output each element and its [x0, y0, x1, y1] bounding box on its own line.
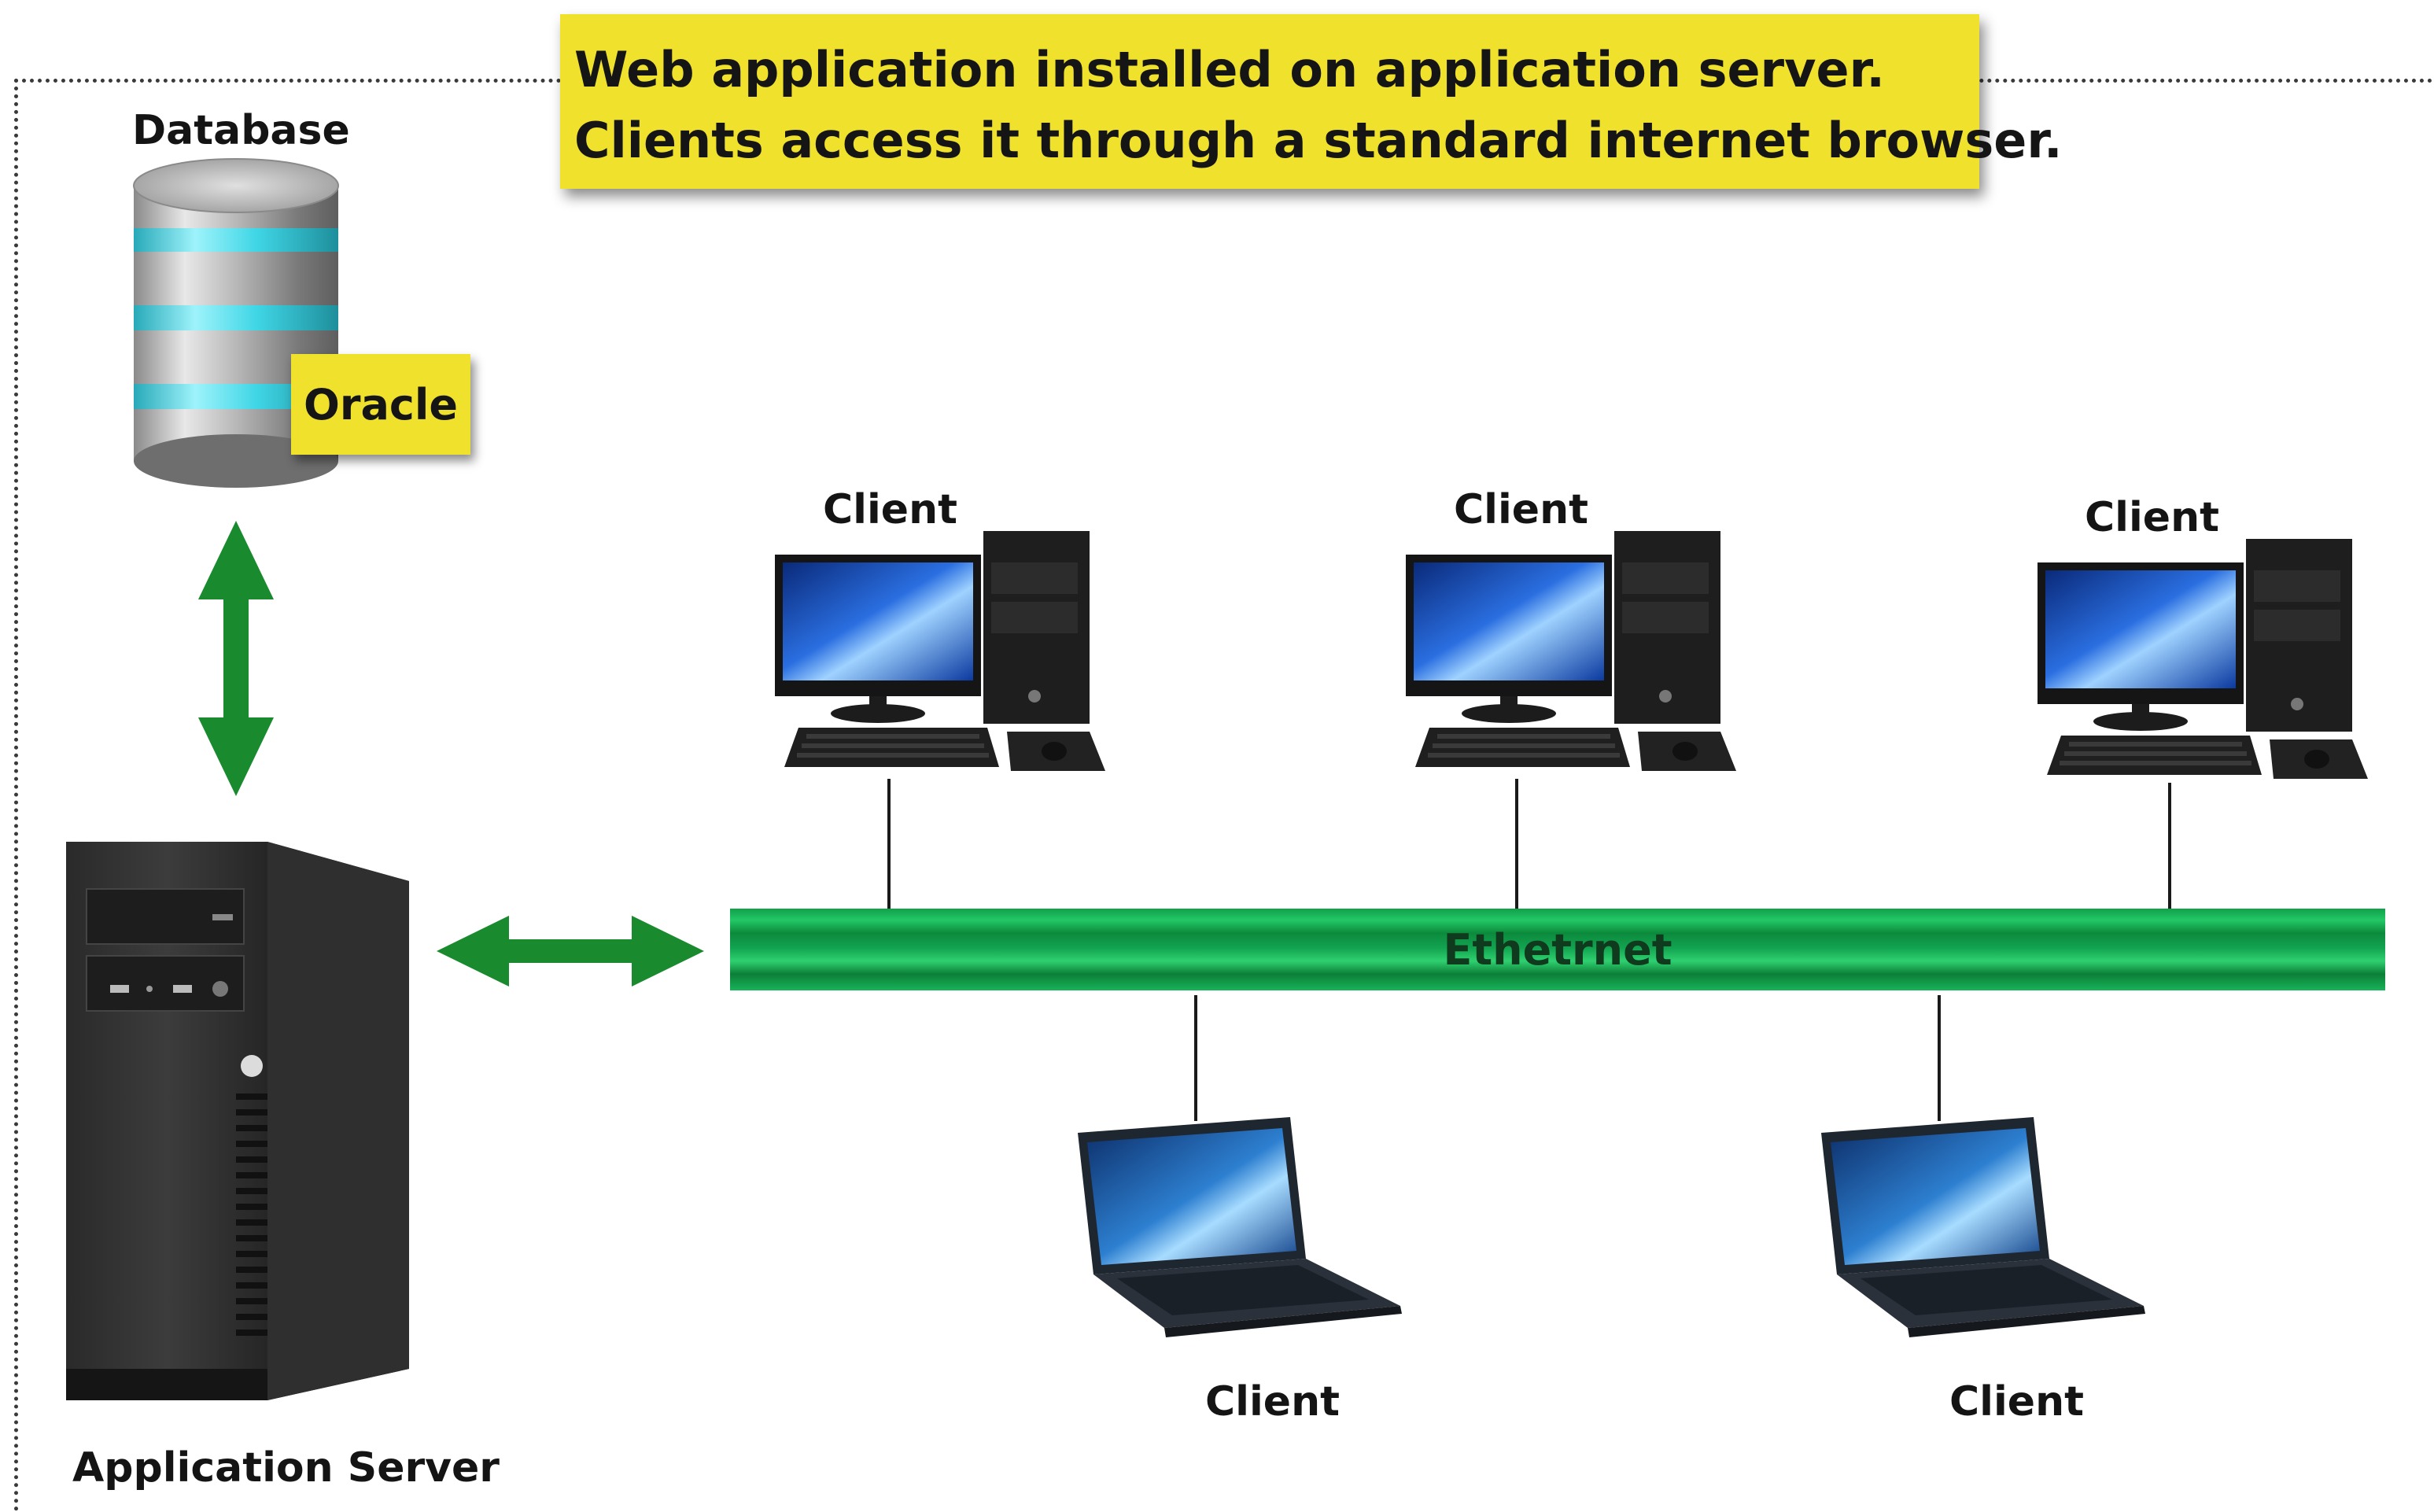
wire-desktop-3: [2168, 783, 2171, 909]
oracle-tag: Oracle: [291, 354, 470, 455]
application-server-label: Application Server: [72, 1444, 500, 1492]
desktop-computer-icon: [775, 531, 1105, 771]
laptop-client-2-label: Client: [1949, 1378, 2084, 1425]
banner-line-2: Clients access it through a standard int…: [574, 112, 2063, 169]
desktop-client-2-label: Client: [1454, 486, 1588, 533]
ethernet-label: Ethetrnet: [1443, 924, 1672, 975]
db-server-arrow-icon: [198, 521, 274, 796]
laptop-icon: [1821, 1117, 2145, 1337]
application-server-icon: [66, 842, 409, 1400]
oracle-tag-label: Oracle: [303, 379, 459, 430]
laptop-client-1-label: Client: [1205, 1378, 1340, 1425]
server-network-arrow-icon: [437, 916, 704, 986]
database-label: Database: [132, 107, 350, 154]
desktop-client-3-label: Client: [2085, 494, 2219, 541]
wire-desktop-2: [1515, 779, 1518, 909]
ethernet-bus: Ethetrnet: [730, 909, 2385, 990]
wire-laptop-1: [1194, 995, 1197, 1121]
banner-line-1: Web application installed on application…: [574, 41, 1885, 98]
laptop-icon: [1078, 1117, 1402, 1337]
desktop-client-1-label: Client: [823, 486, 957, 533]
wire-laptop-2: [1938, 995, 1941, 1121]
description-banner: Web application installed on application…: [560, 14, 2063, 189]
wire-desktop-1: [887, 779, 891, 909]
desktop-computer-icon: [1406, 531, 1736, 771]
desktop-computer-icon: [2038, 539, 2368, 779]
